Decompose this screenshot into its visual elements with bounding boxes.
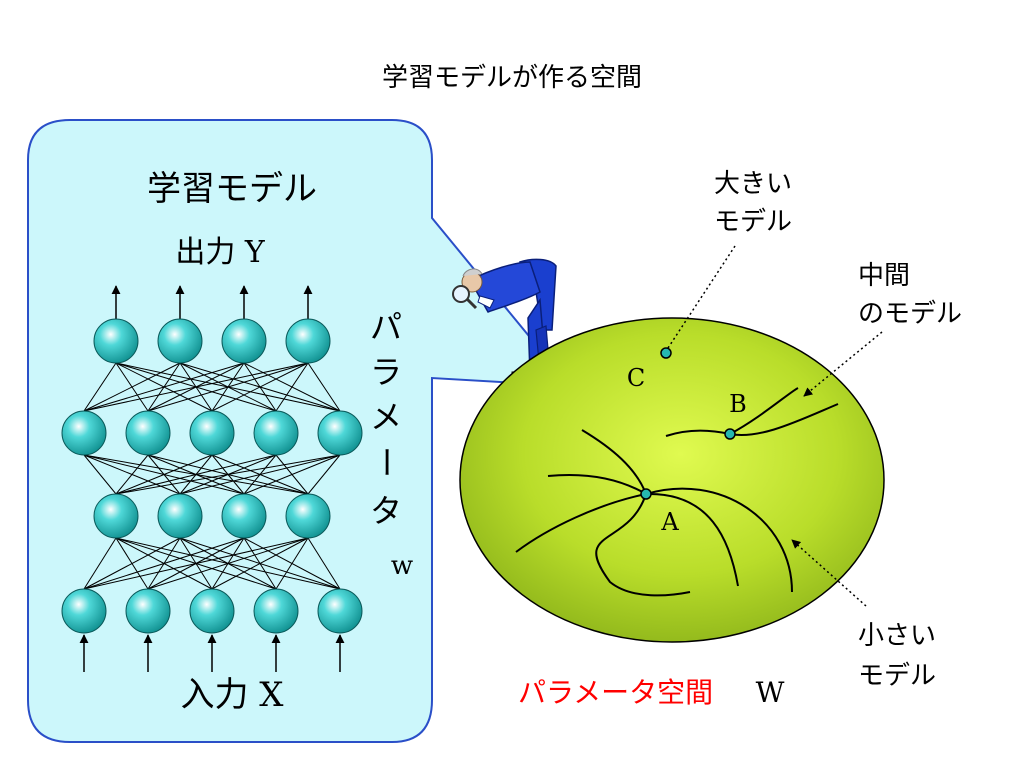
network-node xyxy=(189,410,235,456)
curve-a-6 xyxy=(645,487,793,593)
model-bubble xyxy=(27,119,573,743)
network-node xyxy=(253,588,299,634)
network-node xyxy=(221,493,267,539)
curve-a-5 xyxy=(645,492,739,587)
network-node xyxy=(125,410,171,456)
curve-b-2 xyxy=(729,387,799,435)
param-char-3: メ xyxy=(370,398,402,436)
label-large-line2: モデル xyxy=(714,207,792,237)
label-middle-line2: のモデル xyxy=(858,299,962,329)
curve-b-3 xyxy=(729,403,839,437)
network-edge xyxy=(83,454,309,495)
network-nodes xyxy=(61,318,363,634)
network-node xyxy=(157,318,203,364)
label-small-line2: モデル xyxy=(858,661,936,691)
param-char-2: ラ xyxy=(370,353,402,391)
network-edge xyxy=(83,537,117,590)
network-edge xyxy=(307,454,341,495)
leader-middle xyxy=(803,331,883,397)
parameter-space-caption: パラメータ空間 xyxy=(518,676,713,709)
network-node xyxy=(189,588,235,634)
input-label: 入力 X xyxy=(180,675,284,715)
param-char-5: タ xyxy=(370,492,402,530)
network-edge xyxy=(307,537,341,590)
label-small-line1: 小さい xyxy=(858,621,936,651)
model-curves xyxy=(515,387,839,597)
curve-a-2 xyxy=(547,473,647,495)
network-edge xyxy=(83,454,245,495)
output-label: 出力 Y xyxy=(175,235,266,270)
curve-a-4 xyxy=(595,493,691,597)
leader-small xyxy=(791,539,867,607)
parameter-vertical-label: パ ラ メ ー タ xyxy=(367,308,405,530)
slide-title: 学習モデルが作る空間 xyxy=(382,63,642,93)
network-node xyxy=(93,318,139,364)
curve-a-3 xyxy=(515,493,647,553)
parameter-space-symbol: W xyxy=(756,676,785,709)
leader-lines xyxy=(667,245,883,607)
network-edge xyxy=(83,362,117,412)
network-node xyxy=(253,410,299,456)
network-node xyxy=(221,318,267,364)
network-edge xyxy=(115,362,277,412)
network-edge xyxy=(115,362,149,412)
point-b-marker xyxy=(724,428,736,440)
network-edge xyxy=(83,454,181,495)
network-edge xyxy=(83,454,117,495)
network-edge xyxy=(243,362,341,412)
network-node xyxy=(285,493,331,539)
network-node xyxy=(317,588,363,634)
network-edge xyxy=(211,454,309,495)
point-c-label: C xyxy=(627,364,645,392)
label-middle-line1: 中間 xyxy=(858,261,910,291)
param-symbol-w: w xyxy=(391,551,413,581)
network-edge xyxy=(115,537,277,590)
network-edge xyxy=(115,362,213,412)
network-node xyxy=(125,588,171,634)
network-edge xyxy=(179,362,341,412)
network-edge xyxy=(115,537,149,590)
param-char-1: パ xyxy=(370,308,402,346)
param-char-4: ー xyxy=(367,446,405,478)
network-edge xyxy=(115,362,341,412)
point-c-marker xyxy=(660,347,672,359)
network-node xyxy=(285,318,331,364)
network-edge xyxy=(115,537,341,590)
label-large-line1: 大きい xyxy=(714,169,792,199)
network-node xyxy=(61,588,107,634)
network-edge xyxy=(179,537,341,590)
network-node xyxy=(157,493,203,539)
network-edge xyxy=(307,362,341,412)
network-edge xyxy=(147,454,309,495)
leader-large xyxy=(667,245,736,349)
network-io-arrows xyxy=(79,285,345,672)
network-edge xyxy=(115,537,213,590)
point-a-label: A xyxy=(660,508,679,536)
network-node xyxy=(317,410,363,456)
network-edge xyxy=(275,454,309,495)
parameter-space-ellipse xyxy=(459,317,885,643)
network-edges xyxy=(83,362,341,590)
point-a-marker xyxy=(640,488,652,500)
network-node xyxy=(93,493,139,539)
curve-a-1 xyxy=(581,429,647,495)
point-b-label: B xyxy=(729,390,747,418)
network-node xyxy=(61,410,107,456)
bubble-title: 学習モデル xyxy=(147,169,317,209)
network-edge xyxy=(243,537,341,590)
